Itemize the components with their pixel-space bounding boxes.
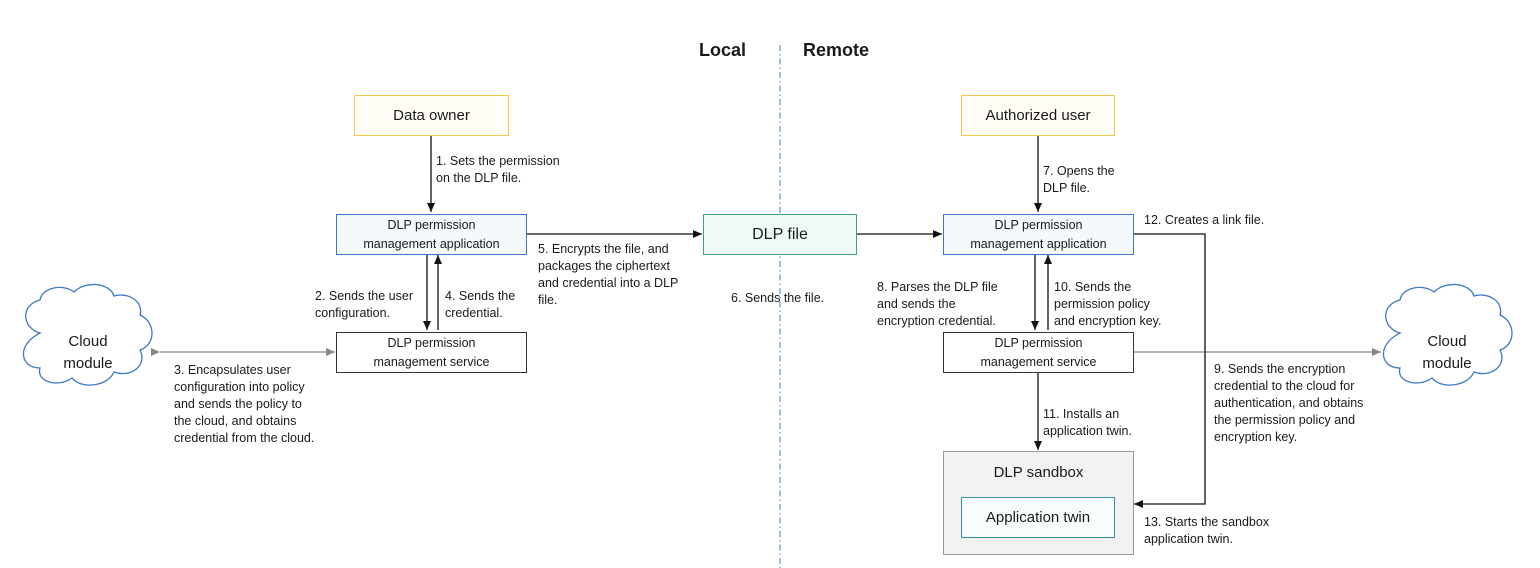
remote-cloud-label: Cloud module [1407, 331, 1487, 375]
local-permission-app-box: DLP permission management application [336, 214, 527, 255]
dlp-sandbox-label: DLP sandbox [993, 464, 1084, 481]
arrow-step12-13 [1134, 233, 1206, 508]
remote-permission-app-box: DLP permission management application [943, 214, 1134, 255]
remote-app-label-line1: DLP permission [994, 217, 1083, 232]
local-permission-service-box: DLP permission management service [336, 332, 527, 373]
remote-heading: Remote [803, 40, 870, 60]
remote-permission-service-box: DLP permission management service [943, 332, 1134, 373]
dlp-file-box: DLP file [703, 214, 857, 255]
local-cloud-shape [22, 283, 153, 386]
remote-service-label-line2: management service [980, 354, 1097, 369]
step6-label: 6. Sends the file. [731, 291, 825, 305]
authorized-user-label: Authorized user [985, 107, 1091, 124]
local-cloud-label: Cloud module [48, 331, 128, 375]
remote-app-label-line2: management application [970, 236, 1107, 251]
data-owner-label: Data owner [393, 107, 470, 124]
local-heading: Local [699, 40, 747, 60]
local-cloud-label-line2: module [63, 355, 113, 372]
local-service-label-line2: management service [373, 354, 490, 369]
step12-label: 12. Creates a link file. [1144, 213, 1265, 227]
remote-service-label-line1: DLP permission [994, 335, 1083, 350]
remote-cloud-shape [1382, 283, 1513, 386]
remote-cloud-label-line2: module [1422, 355, 1472, 372]
local-cloud-label-line1: Cloud [68, 333, 108, 350]
data-owner-box: Data owner [354, 95, 509, 136]
remote-cloud-label-line1: Cloud [1427, 333, 1467, 350]
local-app-label-line1: DLP permission [387, 217, 476, 232]
local-app-label-line2: management application [363, 236, 500, 251]
dlp-file-label: DLP file [752, 225, 808, 243]
application-twin-box: Application twin [961, 497, 1115, 538]
local-service-label-line1: DLP permission [387, 335, 476, 350]
application-twin-label: Application twin [985, 509, 1091, 526]
authorized-user-box: Authorized user [961, 95, 1115, 136]
